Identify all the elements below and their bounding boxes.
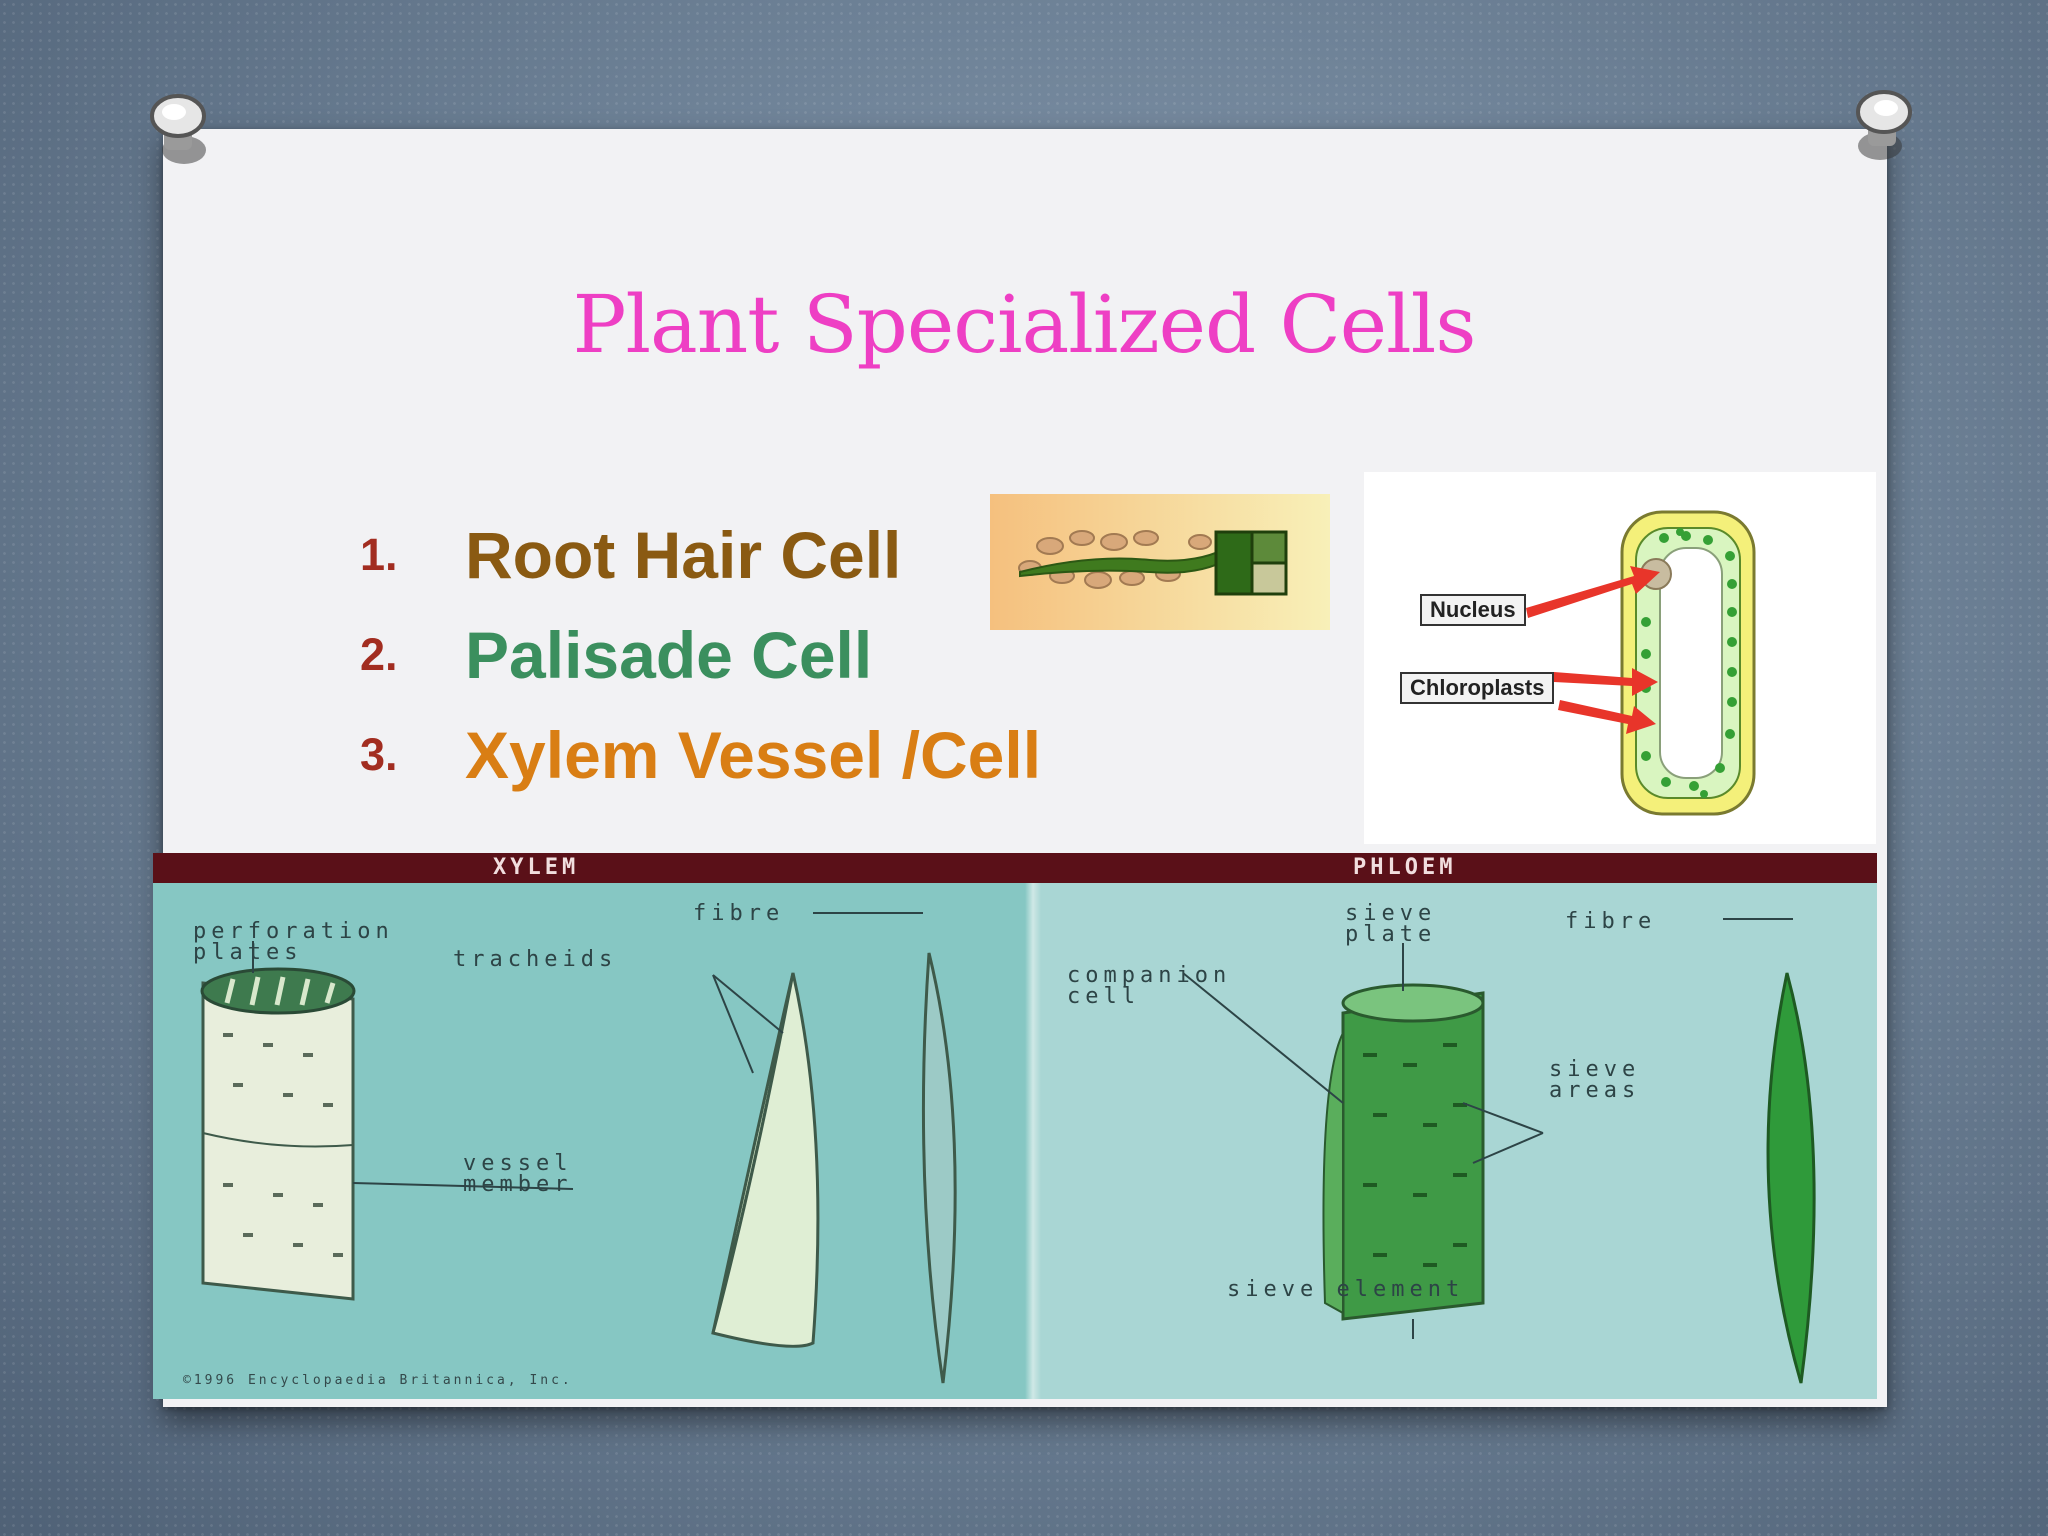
list-number: 3. xyxy=(360,729,398,780)
list-item: 3. Xylem Vessel /Cell xyxy=(360,705,1041,805)
perforation-plates-label: perforation plates xyxy=(193,919,394,965)
list-number: 1. xyxy=(360,529,398,580)
list-label: Xylem Vessel /Cell xyxy=(465,718,1042,792)
companion-cell-label: companion cell xyxy=(1067,963,1232,1009)
panel-divider xyxy=(1025,883,1041,1399)
fibre-left-label: fibre xyxy=(693,901,785,926)
xylem-header: XYLEM xyxy=(493,855,580,880)
cell-type-list: 1. Root Hair Cell 2. Palisade Cell 3. Xy… xyxy=(360,505,1041,805)
xylem-phloem-diagram: XYLEM PHLOEM xyxy=(153,853,1877,1399)
list-label: Palisade Cell xyxy=(465,618,873,692)
list-label: Root Hair Cell xyxy=(465,518,902,592)
list-item: 1. Root Hair Cell xyxy=(360,505,1041,605)
diagram-header-bar: XYLEM PHLOEM xyxy=(153,853,1877,883)
pushpin-left-icon xyxy=(150,94,206,164)
chloroplasts-label: Chloroplasts xyxy=(1400,672,1555,704)
pushpin-right-icon xyxy=(1856,90,1912,160)
root-hair-cell-image xyxy=(990,494,1330,630)
copyright-note: ©1996 Encyclopaedia Britannica, Inc. xyxy=(183,1373,573,1388)
fibre-right-label: fibre xyxy=(1565,909,1657,934)
slide-title: Plant Specialized Cells xyxy=(572,278,1477,371)
list-number: 2. xyxy=(360,629,398,680)
list-item: 2. Palisade Cell xyxy=(360,605,1041,705)
xylem-phloem-drawings xyxy=(200,912,1816,1384)
sieve-element-label: sieve element xyxy=(1227,1277,1465,1302)
sieve-plate-label: sieve plate xyxy=(1345,901,1437,947)
nucleus-label: Nucleus xyxy=(1420,594,1526,626)
sieve-areas-label: sieve areas xyxy=(1549,1057,1641,1103)
tracheids-label: tracheids xyxy=(453,947,618,972)
palisade-cell-image: Nucleus Chloroplasts xyxy=(1364,472,1876,844)
phloem-header: PHLOEM xyxy=(1353,855,1457,880)
vessel-member-label: vessel member xyxy=(463,1151,573,1197)
